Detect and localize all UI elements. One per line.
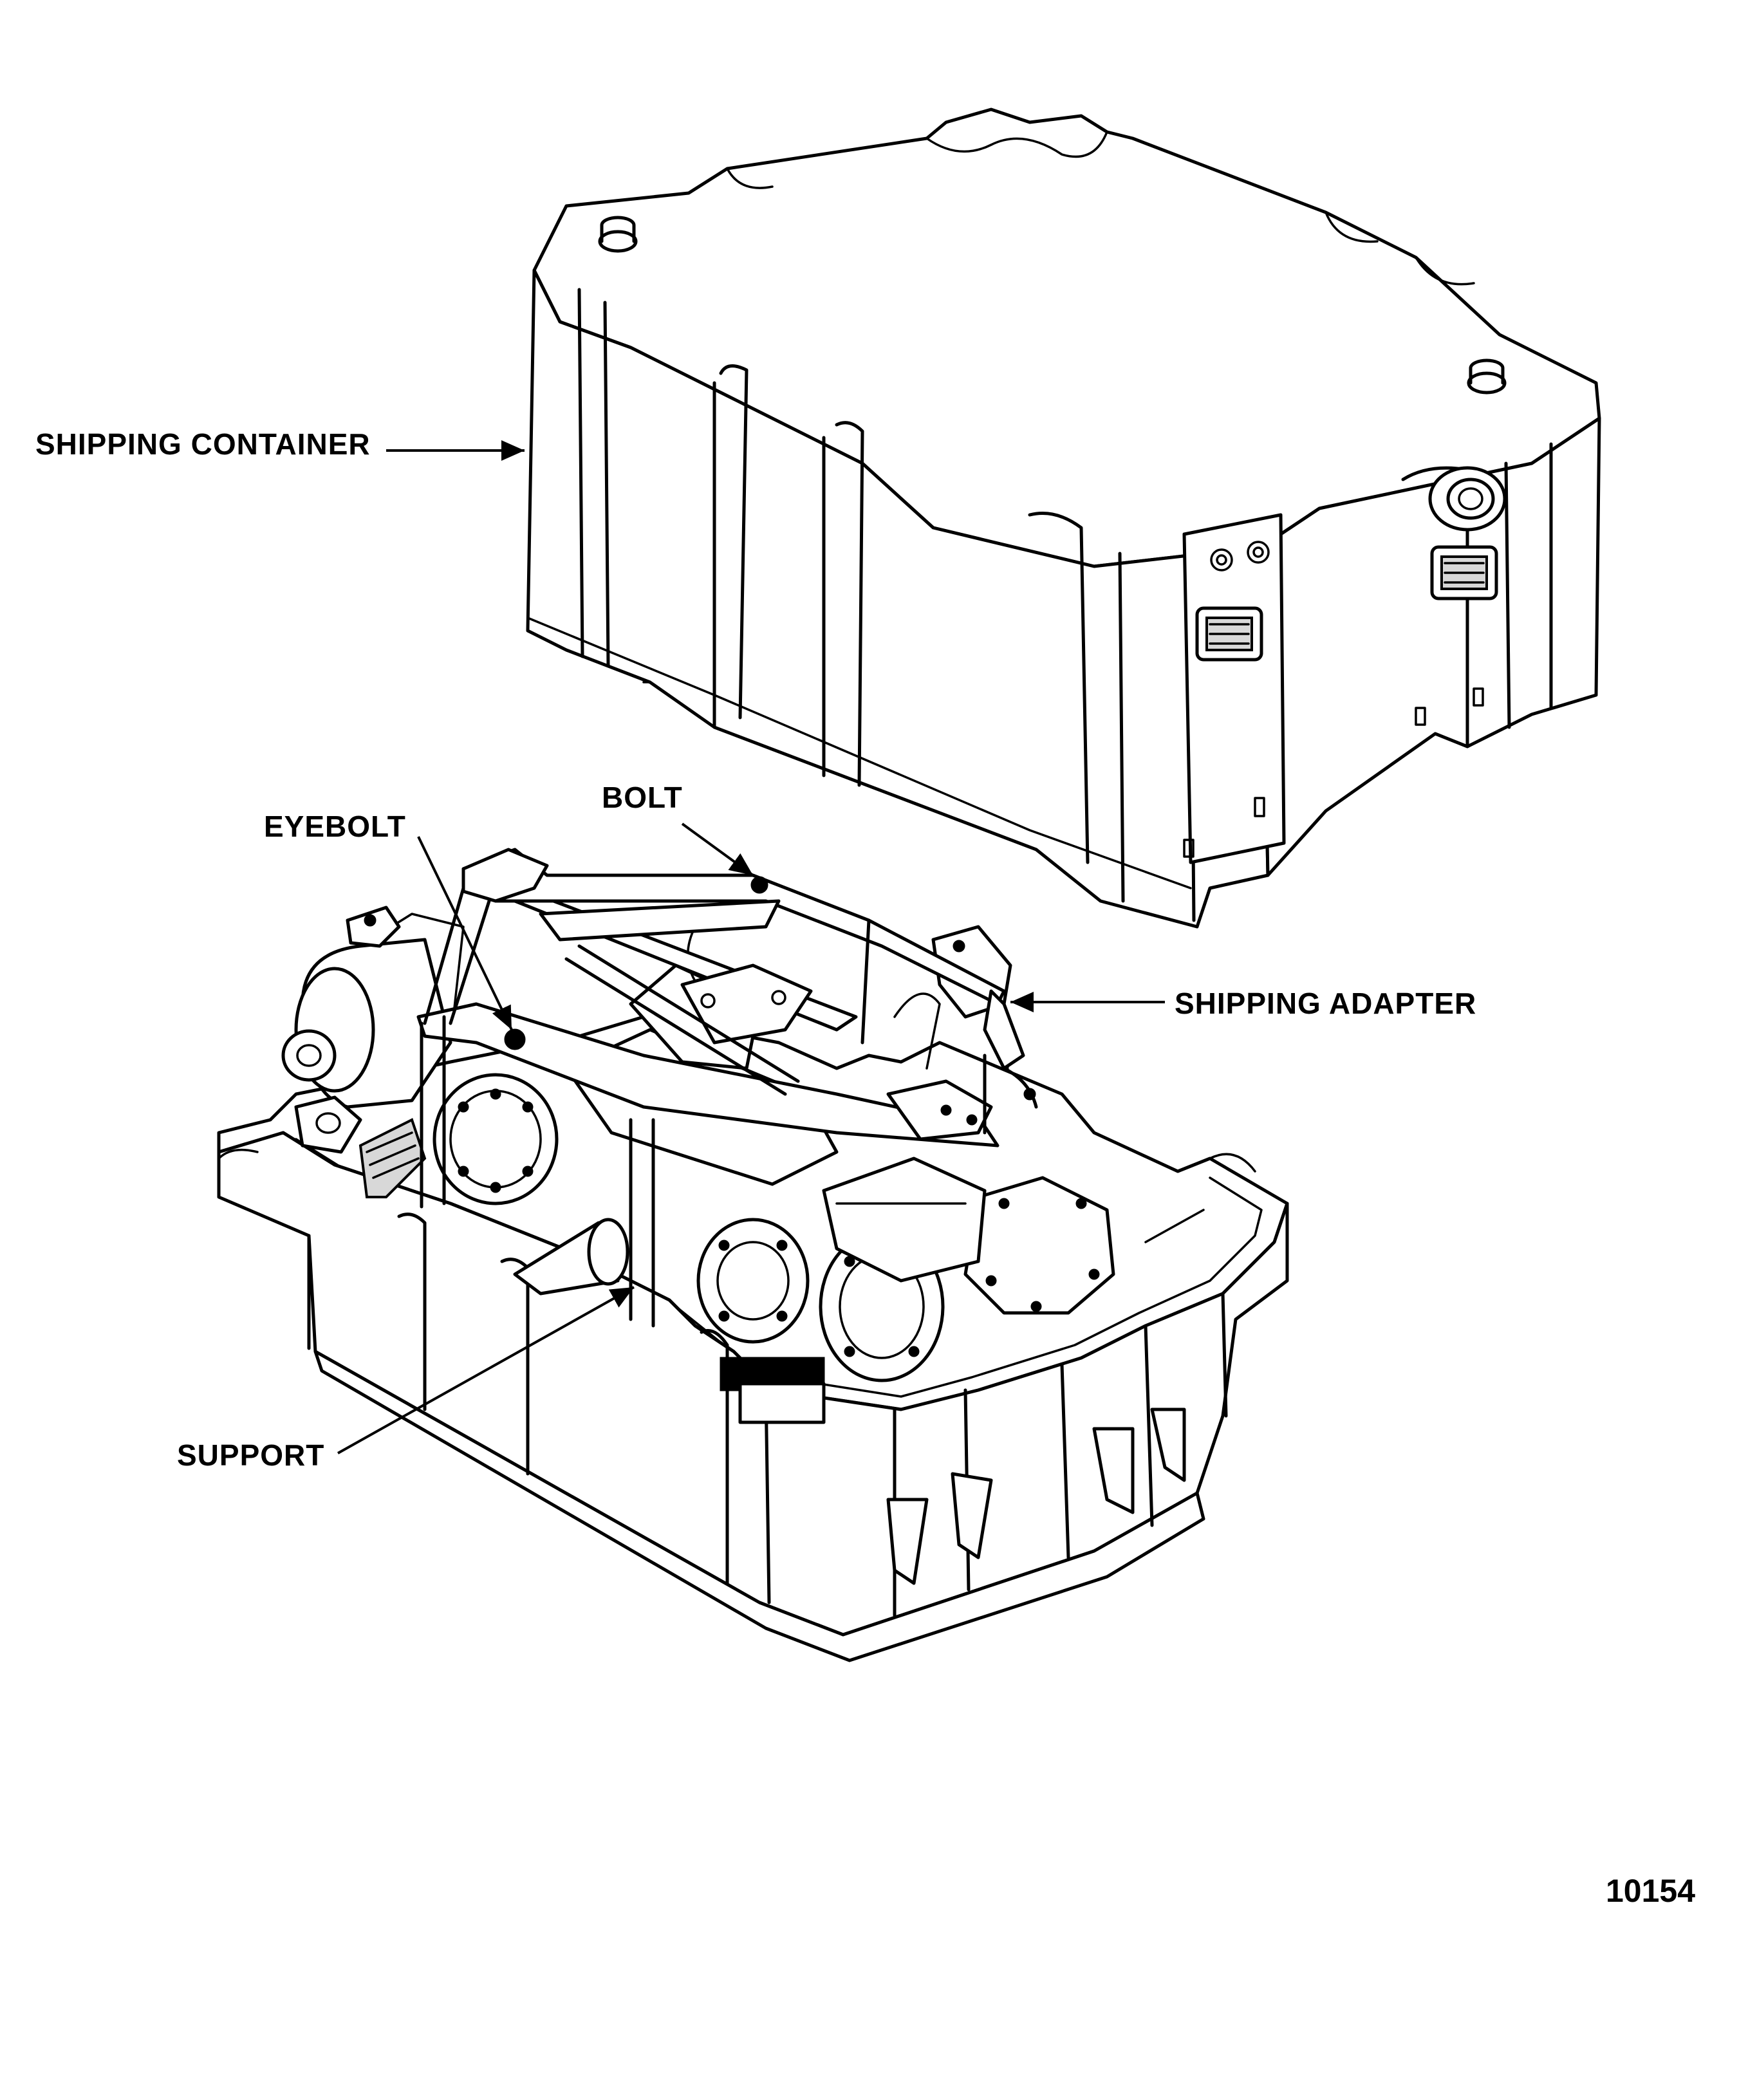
label-support: SUPPORT — [177, 1438, 324, 1472]
label-shipping-container: SHIPPING CONTAINER — [35, 427, 371, 461]
shipping-adapter-drawing — [416, 848, 1038, 1328]
figure-number: 10154 — [1606, 1873, 1695, 1909]
label-bolt: BOLT — [602, 781, 683, 814]
leader-support — [337, 1286, 635, 1454]
leader-lines — [337, 440, 1165, 1454]
label-eyebolt: EYEBOLT — [264, 810, 406, 843]
leader-bolt — [681, 822, 754, 877]
label-shipping-adapter: SHIPPING ADAPTER — [1175, 987, 1476, 1020]
leader-eyebolt — [417, 836, 513, 1030]
shipping-container-drawing — [526, 107, 1601, 929]
